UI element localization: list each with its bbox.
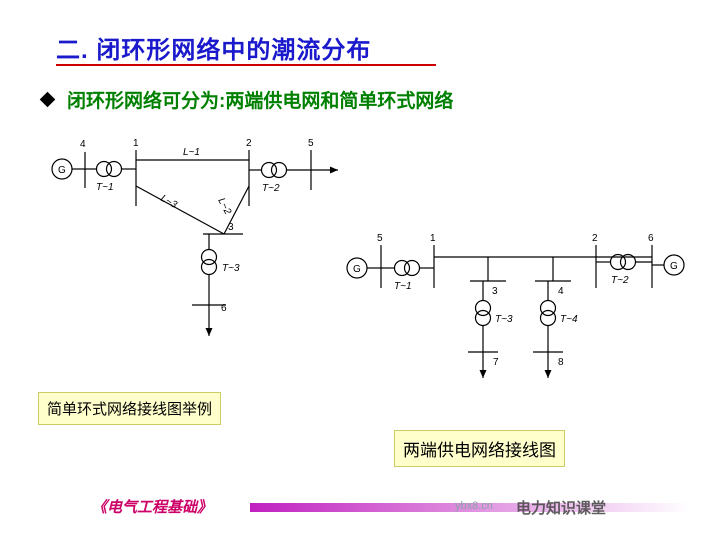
right-node-3-label: 3 [492, 286, 498, 297]
left-load-arrow-icon [205, 328, 213, 336]
left-transformer-1-label: T~1 [96, 182, 114, 193]
right-transformer-2-label: T~2 [611, 275, 629, 286]
title-underline [56, 64, 436, 66]
right-generator-left-label: G [353, 264, 361, 275]
right-node-2-label: 2 [592, 233, 598, 244]
left-generator-label: G [58, 165, 66, 176]
right-node-7-label: 7 [493, 357, 499, 368]
left-line-1-label: L~1 [183, 147, 200, 158]
page-title: 二. 闭环形网络中的潮流分布 [56, 37, 372, 64]
footer-book-title: 《电气工程基础》 [92, 499, 213, 516]
right-node-1-label: 1 [430, 233, 436, 244]
bullet-row: 闭环形网络可分为:两端供电网和简单环式网络 [39, 86, 454, 113]
left-node-2-label: 2 [246, 138, 252, 149]
right-transformer-3-label: T~3 [495, 314, 513, 325]
left-node-3-label: 3 [228, 222, 234, 233]
right-node-4-label: 4 [558, 286, 564, 297]
right-generator-right-label: G [670, 261, 678, 272]
caption-left: 简单环式网络接线图举例 [38, 392, 222, 425]
left-transformer-2-label: T~2 [262, 183, 280, 194]
right-load-8-arrow-icon [544, 370, 552, 378]
right-node-5-label: 5 [377, 233, 383, 244]
right-transformer-1-label: T~1 [394, 281, 412, 292]
left-node-6-label: 6 [221, 303, 227, 314]
left-node-5-label: 5 [308, 138, 314, 149]
right-node-8-label: 8 [558, 357, 564, 368]
right-transformer-4-label: T~4 [560, 314, 578, 325]
caption-right: 两端供电网络接线图 [394, 430, 565, 467]
left-outgoing-arrow-icon [330, 166, 338, 174]
left-node-1-label: 1 [133, 138, 139, 149]
right-load-7-arrow-icon [479, 370, 487, 378]
left-transformer-3-label: T~3 [222, 263, 240, 274]
footer-channel-name: 电力知识课堂 [516, 500, 607, 517]
left-line-3-label: L~3 [159, 193, 180, 211]
diamond-bullet-icon [39, 91, 56, 108]
left-line-2-label: L~2 [215, 196, 233, 217]
left-node-4-label: 4 [80, 139, 86, 150]
footer-gradient-bar [250, 503, 690, 512]
footer-watermark: ybx8.cn [455, 500, 493, 512]
right-node-6-label: 6 [648, 233, 654, 244]
bullet-text: 闭环形网络可分为:两端供电网和简单环式网络 [67, 91, 454, 112]
